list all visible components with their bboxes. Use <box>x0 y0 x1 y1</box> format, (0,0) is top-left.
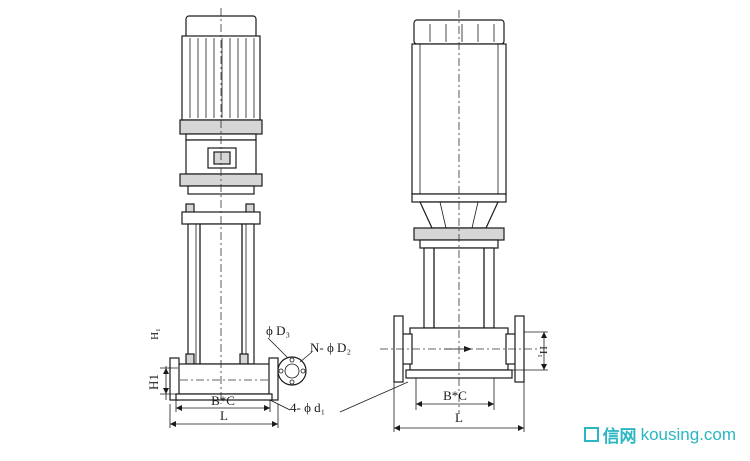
callout-d1-label: 4- ϕ d₁ <box>290 400 325 415</box>
left-base <box>177 363 271 395</box>
left-bolt-bottom-left <box>185 353 195 365</box>
left-h1-upper-label: H₁ <box>149 328 161 340</box>
left-flange-inlet <box>169 357 180 401</box>
callout-d3-label: ϕ D₃ <box>266 323 290 338</box>
left-pump-view: H₁ H1 B*C L <box>146 8 279 428</box>
watermark-brand: 信网 <box>602 427 637 446</box>
left-bolt-bottom-right <box>239 353 249 365</box>
left-bc-label: B*C <box>211 393 235 408</box>
right-fan-slots <box>429 24 495 42</box>
right-bc-label: B*C <box>443 388 467 403</box>
left-h1-lower-label: H1 <box>146 374 161 390</box>
left-motor-fins <box>189 38 255 118</box>
right-pump-view: H₁ B*C L <box>380 10 549 432</box>
left-l-label: L <box>220 408 228 423</box>
left-flange-outlet <box>268 357 279 401</box>
right-h1-label: H₁ <box>537 346 549 358</box>
right-l-label: L <box>455 410 463 425</box>
flange-circle-outer <box>277 356 307 386</box>
flange-callout: ϕ D₃ N- ϕ D₂ 4- ϕ d₁ <box>266 323 409 415</box>
callout-nd2-label: N- ϕ D₂ <box>310 340 351 355</box>
site-watermark: 信网 kousing.com <box>583 422 736 447</box>
left-coupling <box>213 151 231 165</box>
flange-circle-inner <box>284 363 300 379</box>
left-base-foot <box>175 393 273 401</box>
watermark-site: kousing.com <box>640 424 736 444</box>
watermark-logo-icon <box>583 427 599 442</box>
